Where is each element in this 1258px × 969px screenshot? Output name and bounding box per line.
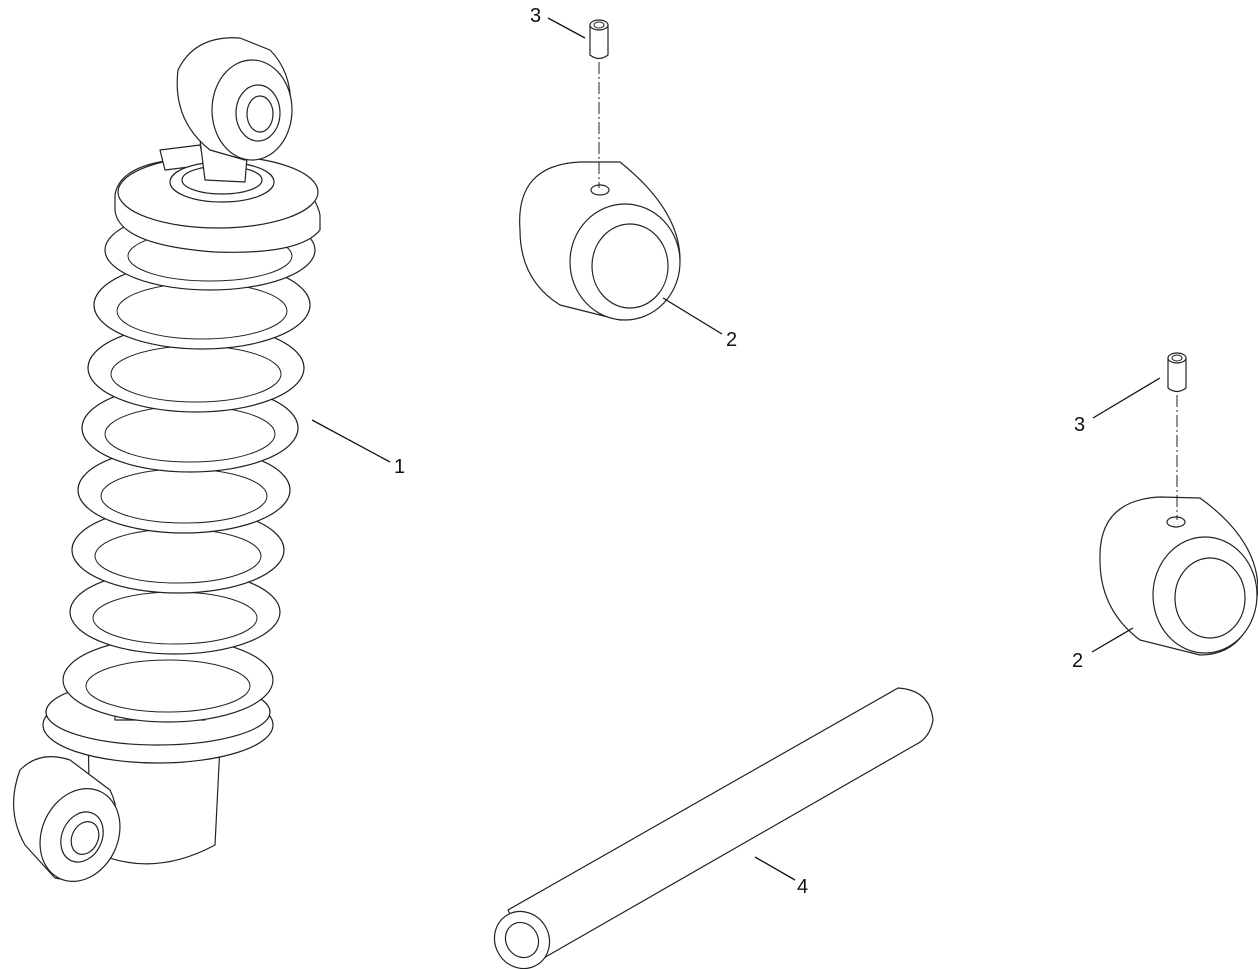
bushing-right-part [1099, 496, 1258, 656]
callout-3-right: 3 [1074, 414, 1085, 436]
set-screw-right-part [1167, 352, 1187, 393]
callout-4: 4 [797, 876, 808, 898]
set-screw-top-part [589, 19, 609, 60]
bushing-top-part [519, 161, 681, 321]
coil-spring [62, 209, 316, 723]
callout-1: 1 [394, 456, 405, 478]
leader-1 [311, 419, 391, 463]
leader-3-top [547, 17, 586, 39]
callout-2-right: 2 [1072, 650, 1083, 672]
leader-2-top [662, 297, 723, 335]
leader-3-right [1092, 377, 1161, 419]
pin-part [493, 687, 934, 969]
lower-eye-mount [12, 756, 121, 882]
shock-absorber-part [12, 37, 321, 882]
leader-4 [754, 856, 796, 881]
callout-2-top: 2 [726, 329, 737, 351]
leader-2-right [1091, 627, 1134, 653]
callout-3-top: 3 [530, 5, 541, 27]
upper-eye-mount [176, 37, 293, 161]
